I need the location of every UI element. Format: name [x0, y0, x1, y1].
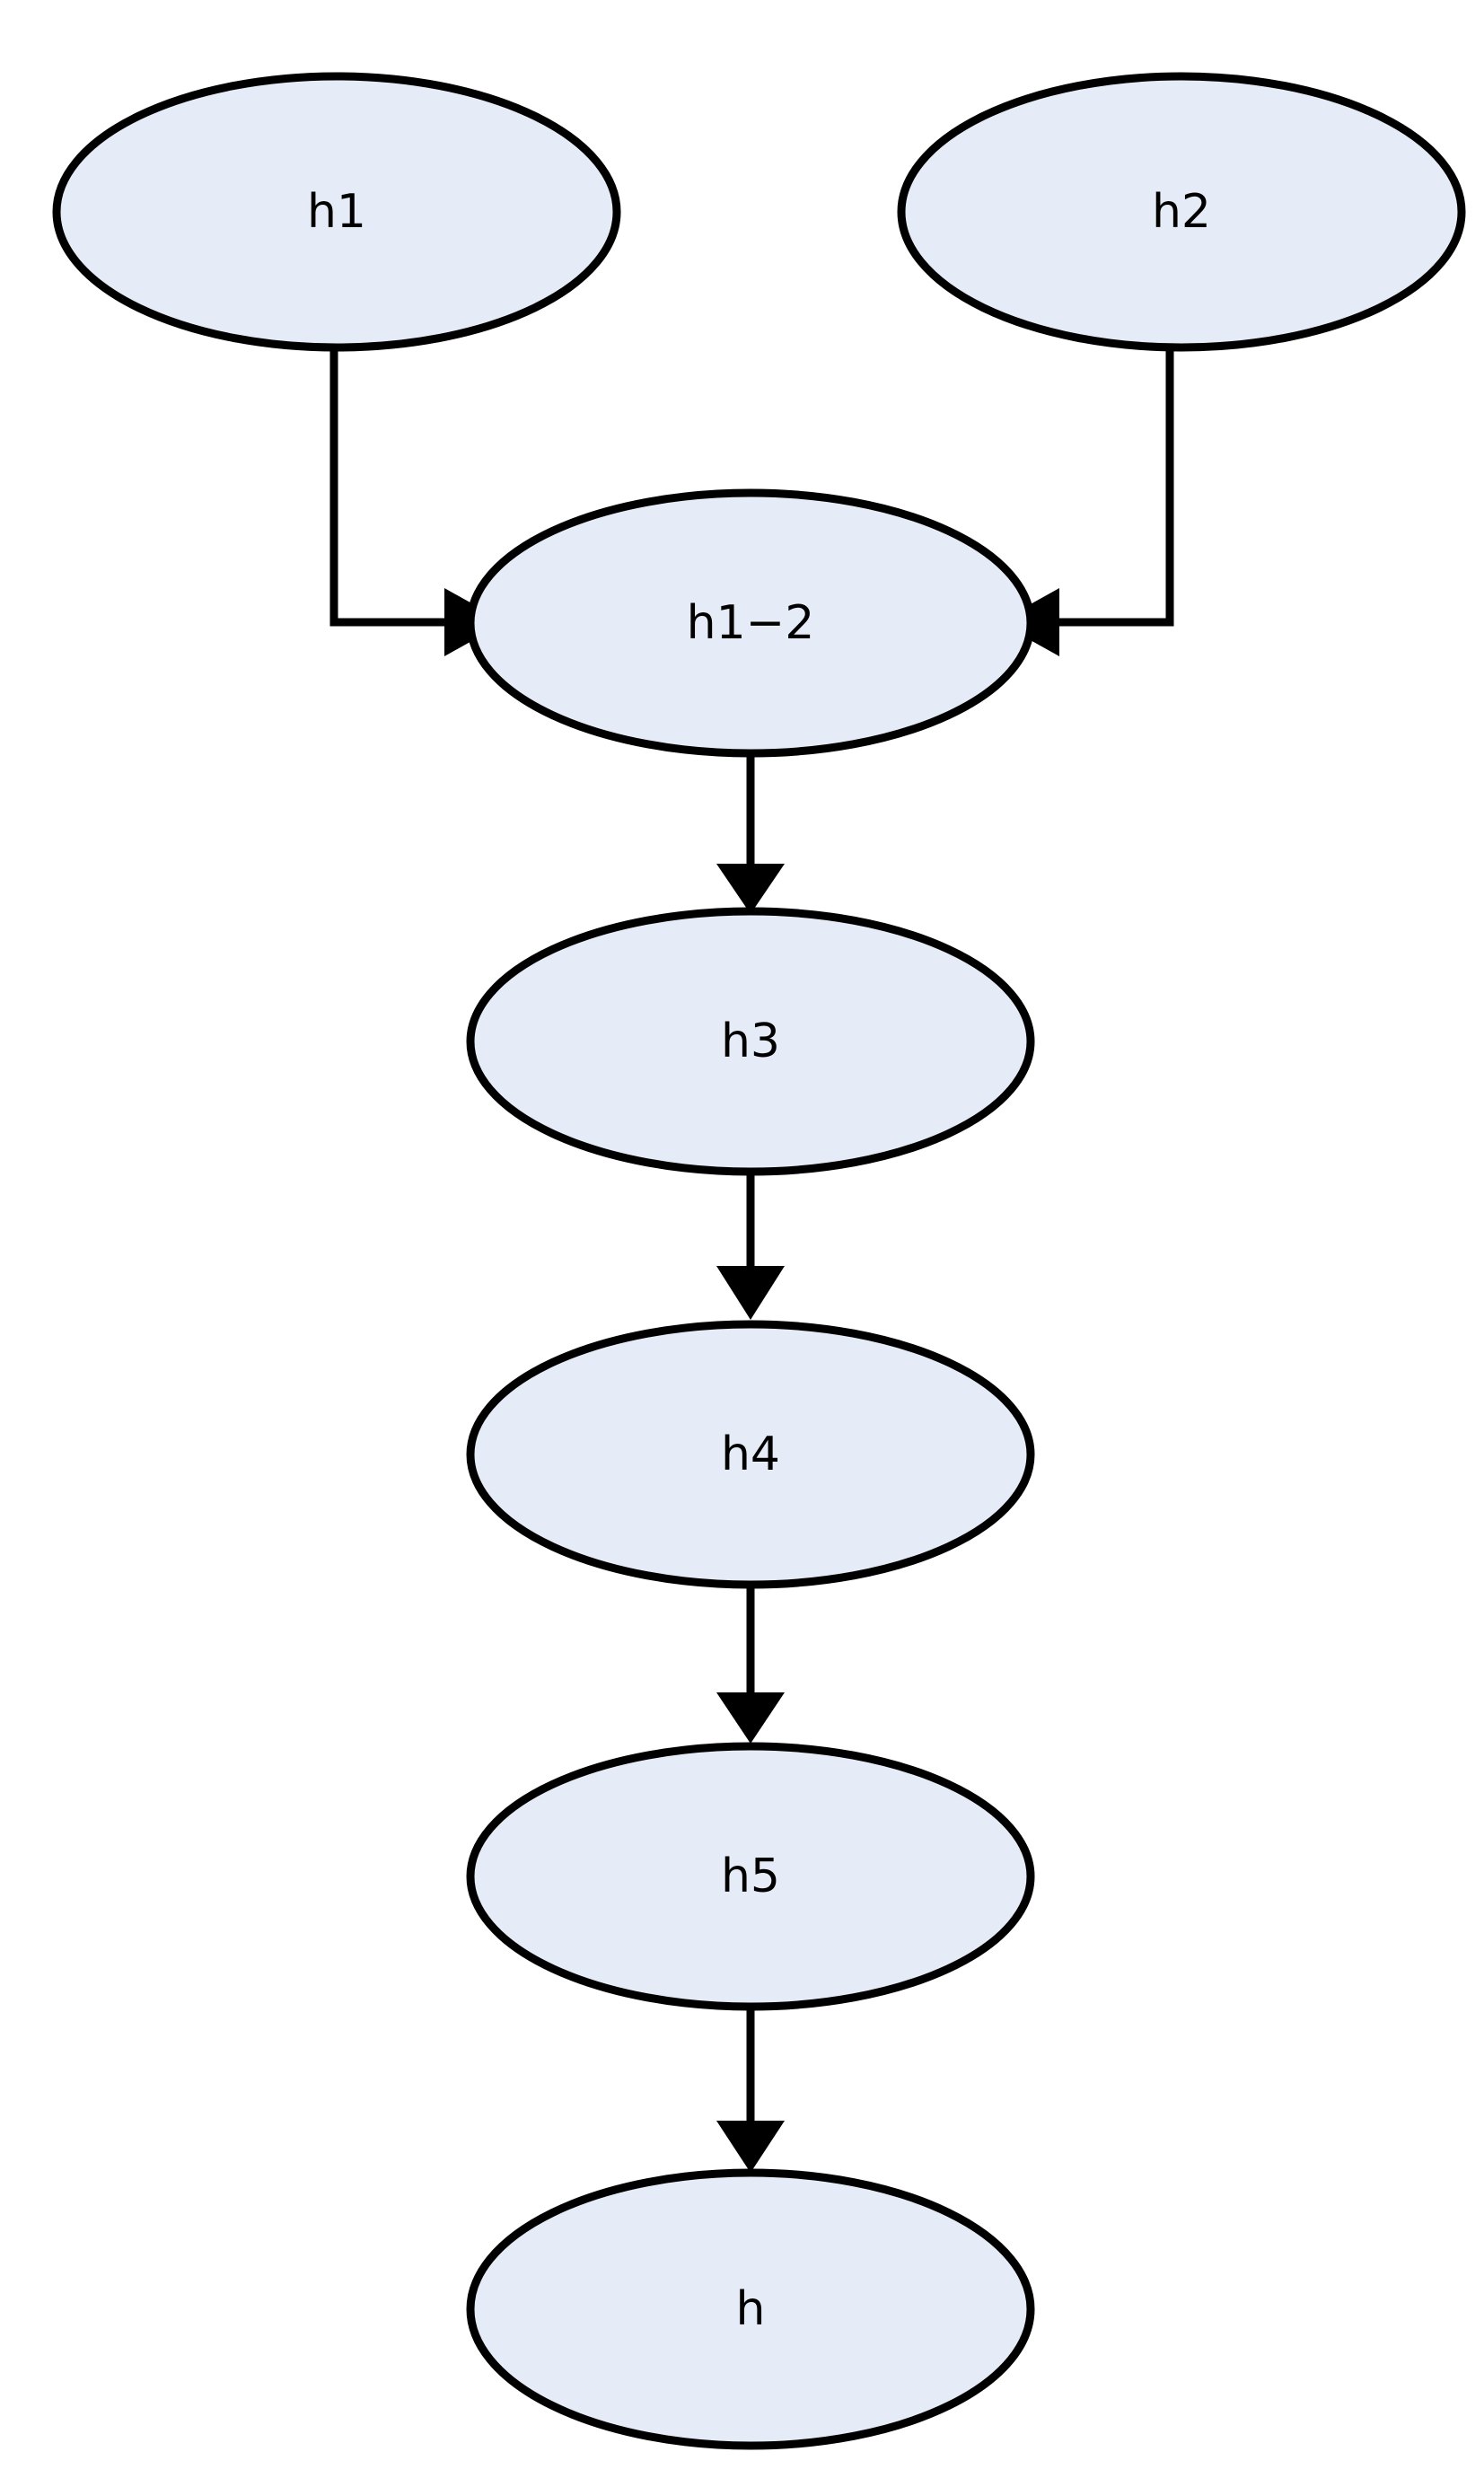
edge-h1-2-to-h3[interactable]	[716, 753, 785, 914]
edge-h4-to-h5-arrowhead-icon	[716, 1692, 785, 1744]
node-h1[interactable]: h1	[52, 72, 621, 352]
node-h4-shape	[466, 1320, 1035, 1589]
node-h4[interactable]: h4	[466, 1320, 1035, 1589]
node-h3[interactable]: h3	[466, 907, 1035, 1176]
node-h1-2-shape	[466, 488, 1035, 758]
node-h1-shape	[52, 72, 621, 352]
edge-h5-to-h[interactable]	[716, 2007, 785, 2173]
node-h5-shape	[466, 1742, 1035, 2011]
node-h2[interactable]: h2	[897, 72, 1466, 352]
node-h5[interactable]: h5	[466, 1742, 1035, 2011]
node-h3-shape	[466, 907, 1035, 1176]
edge-h3-to-h4-arrowhead-icon	[716, 1266, 785, 1320]
edge-h1-to-h1-2-line	[329, 347, 444, 627]
edge-h1-2-to-h3-arrowhead-icon	[716, 864, 785, 914]
node-h[interactable]: h	[466, 2168, 1035, 2450]
node-h2-shape	[897, 72, 1466, 352]
node-h1-2[interactable]: h1−2	[466, 488, 1035, 758]
edge-h5-to-h-arrowhead-icon	[716, 2121, 785, 2173]
edge-h3-to-h4[interactable]	[716, 1172, 785, 1320]
edge-h2-to-h1-2-line	[1059, 347, 1174, 627]
node-h-shape	[466, 2168, 1035, 2450]
edge-h4-to-h5[interactable]	[716, 1585, 785, 1744]
